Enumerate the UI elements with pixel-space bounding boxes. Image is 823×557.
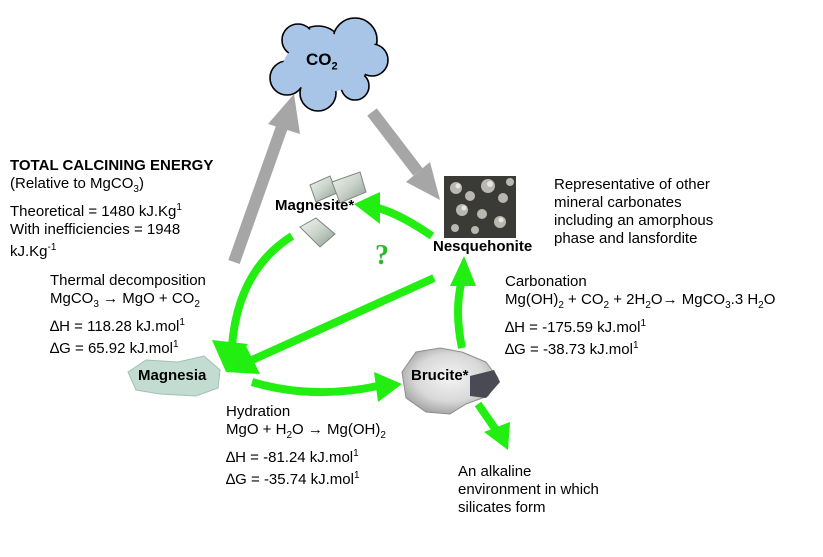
hydration-title: Hydration bbox=[226, 403, 291, 420]
total-calcining-energy: TOTAL CALCINING ENERGY (Relative to MgCO… bbox=[10, 157, 213, 261]
representative-note: Representative of other mineral carbonat… bbox=[554, 176, 714, 247]
hydration: Hydration MgO + H2O → Mg(OH)2 ∆H = -81.2… bbox=[226, 403, 386, 489]
hydration-gibbs: ∆G = -35.74 kJ.mol1 bbox=[226, 470, 360, 488]
thermal-gibbs: ∆G = 65.92 kJ.mol1 bbox=[50, 339, 179, 357]
carbonation-equation: Mg(OH)2 + CO2 + 2H2O→ MgCO3.3 H2O bbox=[505, 291, 776, 311]
brucite-image bbox=[401, 347, 500, 415]
magnesia-image bbox=[127, 355, 221, 397]
green-arrow-brucite-to-alkaline bbox=[474, 401, 510, 450]
magnesia-label: Magnesia bbox=[138, 367, 207, 384]
carbonation: Carbonation Mg(OH)2 + CO2 + 2H2O→ MgCO3.… bbox=[505, 273, 775, 359]
green-arrow-brucite-to-nesquehonite bbox=[450, 256, 476, 349]
brucite-label: Brucite* bbox=[411, 367, 469, 384]
carbonation-enthalpy: ∆H = -175.59 kJ.mol1 bbox=[505, 318, 647, 336]
gray-arrow-up bbox=[228, 94, 300, 265]
alkaline-note: An alkaline environment in which silicat… bbox=[458, 463, 599, 516]
thermal-equation: MgCO3 → MgO + CO2 bbox=[50, 290, 200, 310]
question-mark: ? bbox=[375, 240, 389, 271]
nesquehonite-label: Nesquehonite bbox=[433, 238, 533, 255]
hydration-enthalpy: ∆H = -81.24 kJ.mol1 bbox=[226, 448, 359, 466]
green-arrow-magnesite-to-magnesia bbox=[212, 232, 295, 372]
nesquehonite-image bbox=[444, 176, 516, 238]
gray-arrow-down bbox=[367, 108, 440, 200]
thermal-enthalpy: ∆H = 118.28 kJ.mol1 bbox=[50, 317, 185, 335]
calcining-relative: (Relative to MgCO3) bbox=[10, 175, 144, 195]
magnesite-image bbox=[299, 171, 367, 248]
green-arrow-nesquehonite-to-magnesia bbox=[226, 274, 436, 374]
thermal-decomposition: Thermal decomposition MgCO3 → MgO + CO2 … bbox=[50, 272, 206, 358]
green-arrow-nesquehonite-to-magnesite bbox=[354, 192, 435, 240]
co2-cloud bbox=[269, 17, 389, 112]
carbonation-gibbs: ∆G = -38.73 kJ.mol1 bbox=[505, 340, 639, 358]
green-arrow-magnesia-to-brucite bbox=[250, 372, 402, 402]
calcining-unit: kJ.Kg-1 bbox=[10, 242, 57, 260]
carbonation-title: Carbonation bbox=[505, 273, 587, 290]
magnesite-label: Magnesite* bbox=[275, 197, 355, 214]
hydration-equation: MgO + H2O → Mg(OH)2 bbox=[226, 421, 386, 441]
co2-label: CO2 bbox=[306, 50, 338, 73]
calcining-inefficiencies: With inefficiencies = 1948 bbox=[10, 221, 181, 238]
thermal-title: Thermal decomposition bbox=[50, 272, 206, 289]
calcining-theoretical: Theoretical = 1480 kJ.Kg1 bbox=[10, 202, 182, 220]
calcining-title: TOTAL CALCINING ENERGY bbox=[10, 157, 214, 174]
